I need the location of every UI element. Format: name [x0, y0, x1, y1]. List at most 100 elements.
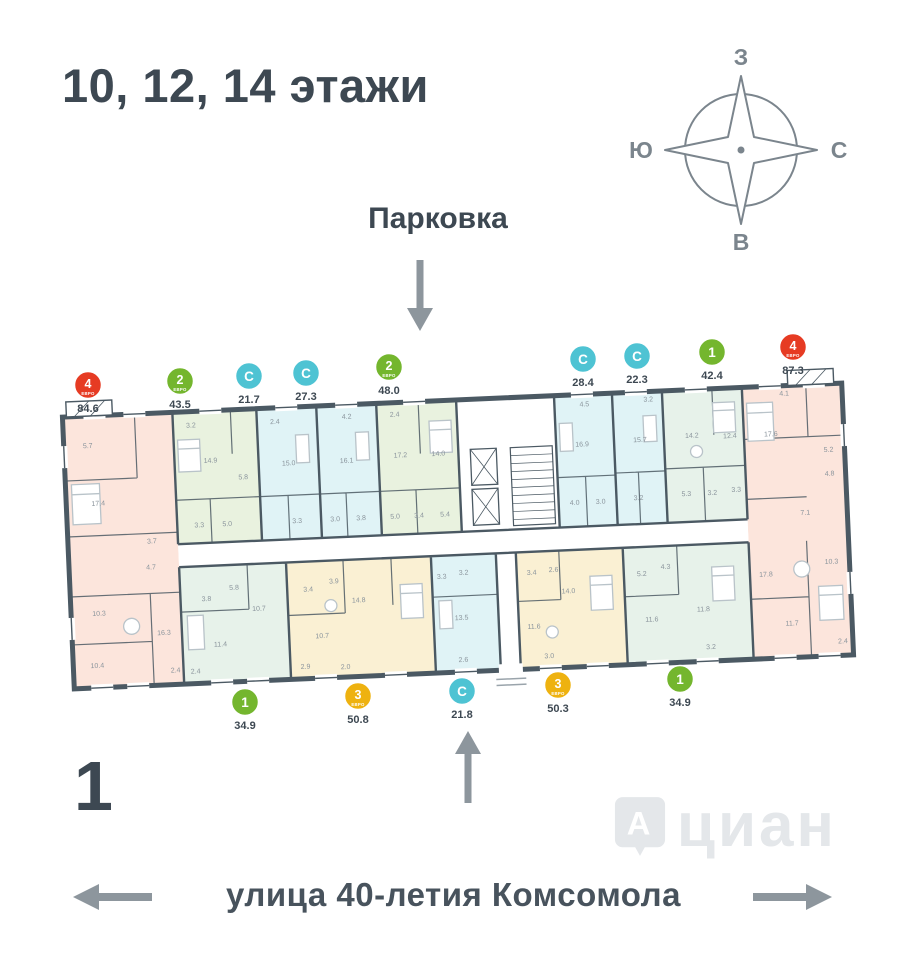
apartment-area-label: 28.4 — [572, 377, 594, 389]
room-size-label: 14.0 — [562, 588, 576, 596]
room-size-label: 3.3 — [437, 574, 447, 581]
room-size-label: 14.2 — [685, 432, 699, 440]
room-size-label: 2.4 — [390, 411, 400, 418]
badge-room-count: 1 — [708, 345, 716, 360]
room-size-label: 10.4 — [90, 663, 104, 671]
room-size-label: 3.2 — [634, 495, 644, 502]
apartment-area-50.8[interactable] — [285, 556, 436, 680]
room-size-label: 3.2 — [186, 422, 196, 429]
room-size-label: 5.4 — [440, 511, 450, 518]
badge-circle — [230, 687, 260, 717]
badge-circle — [543, 670, 573, 700]
apartment-area-27.3[interactable] — [316, 403, 382, 538]
apartment-area-label: 84.6 — [77, 403, 98, 415]
apartment-badge-42.4[interactable]: 142.4 — [697, 337, 727, 383]
bed-icon — [710, 565, 736, 602]
room-size-label: 4.3 — [661, 564, 671, 571]
table-icon — [545, 625, 559, 639]
badge-room-count: С — [301, 366, 311, 381]
table-icon — [689, 444, 704, 459]
room-size-label: 2.4 — [191, 668, 201, 675]
apartment-area-84.6[interactable] — [62, 412, 185, 689]
bed-icon — [711, 401, 737, 434]
watermark-text: циан — [676, 791, 837, 860]
apartment-area-21.8[interactable] — [430, 553, 501, 674]
table-icon — [793, 560, 811, 578]
room-size-label: 5.0 — [390, 514, 400, 521]
badge-room-count: 3 — [355, 688, 362, 702]
compass-east-label: В — [733, 229, 750, 255]
room-size-label: 3.0 — [544, 653, 554, 660]
sofa-icon — [642, 414, 658, 443]
apartment-area-label: 21.8 — [451, 709, 472, 721]
room-size-label: 14.8 — [352, 597, 366, 605]
apartment-badge-27.3[interactable]: С27.3 — [291, 358, 321, 404]
entrance-steps — [496, 677, 527, 687]
room-size-label: 17.8 — [759, 571, 773, 579]
elevators — [469, 447, 501, 526]
room-size-label: 2.6 — [549, 567, 559, 574]
room-size-label: 13.5 — [455, 615, 469, 623]
room-size-label: 4.8 — [825, 471, 835, 478]
room-size-label: 3.9 — [329, 578, 339, 585]
badge-circle — [568, 344, 598, 374]
room-size-label: 15.0 — [282, 460, 296, 468]
apartment-badge-34.9[interactable]: 134.9 — [665, 664, 695, 710]
room-size-label: 3.4 — [303, 586, 313, 593]
badge-room-count: 2 — [177, 373, 184, 387]
room-size-label: 5.2 — [637, 571, 647, 578]
room-size-label: 10.3 — [92, 610, 106, 618]
apartment-badges: 4ЕВРО84.62ЕВРО43.5С21.7С27.32ЕВРО48.0С28… — [73, 332, 808, 733]
room-size-label: 5.0 — [222, 521, 232, 528]
apartment-badge-28.4[interactable]: С28.4 — [568, 344, 598, 390]
sofa-icon — [186, 614, 206, 651]
apartment-badge-34.9[interactable]: 134.9 — [230, 687, 260, 733]
room-size-label: 3.0 — [330, 516, 340, 523]
cian-pin-icon: А — [614, 796, 665, 856]
apartment-badge-21.8[interactable]: С21.8 — [447, 676, 477, 722]
apartment-badge-21.7[interactable]: С21.7 — [234, 361, 264, 407]
room-size-label: 3.2 — [459, 570, 469, 577]
room-size-label: 11.4 — [214, 641, 228, 649]
apartment-area-34.9-right[interactable] — [622, 542, 754, 665]
apartment-area-label: 50.8 — [347, 714, 368, 726]
badge-circle — [73, 370, 103, 400]
apartment-badge-22.3[interactable]: С22.3 — [622, 341, 652, 387]
room-size-label: 2.9 — [301, 664, 311, 671]
unit-walls — [171, 387, 755, 685]
entrance-lobby — [495, 552, 521, 671]
apartment-area-label: 43.5 — [169, 399, 190, 411]
windows — [60, 380, 855, 692]
building: 5.717.43.74.710.310.416.32.414.93.23.35.… — [59, 367, 857, 692]
room-size-label: 5.8 — [229, 585, 239, 592]
room-size-label: 10.7 — [252, 605, 266, 613]
room-size-label: 7.1 — [800, 510, 810, 517]
table-icon — [122, 617, 141, 635]
sofa-icon — [438, 599, 454, 630]
room-size-label: 2.0 — [341, 664, 351, 671]
building-section-number: 1 — [74, 747, 113, 825]
room-size-label: 14.0 — [431, 450, 445, 458]
compass: З Ю С В — [629, 44, 847, 255]
room-size-label: 17.2 — [393, 452, 407, 460]
room-partitions-2 — [181, 384, 844, 657]
apartment-area-34.9-left[interactable] — [179, 562, 292, 685]
parking-label: Парковка — [368, 202, 508, 235]
compass-west-label: З — [734, 44, 748, 70]
room-size-label: 12.4 — [723, 433, 737, 441]
furniture — [70, 401, 845, 651]
room-size-label: 3.0 — [596, 499, 606, 506]
room-size-label: 4.5 — [579, 401, 589, 408]
apartment-area-label: 50.3 — [547, 703, 568, 715]
badge-euro-label: ЕВРО — [551, 691, 565, 696]
apartment-area-28.4[interactable] — [553, 393, 618, 528]
badge-circle — [291, 358, 321, 388]
bed-icon — [176, 438, 202, 473]
